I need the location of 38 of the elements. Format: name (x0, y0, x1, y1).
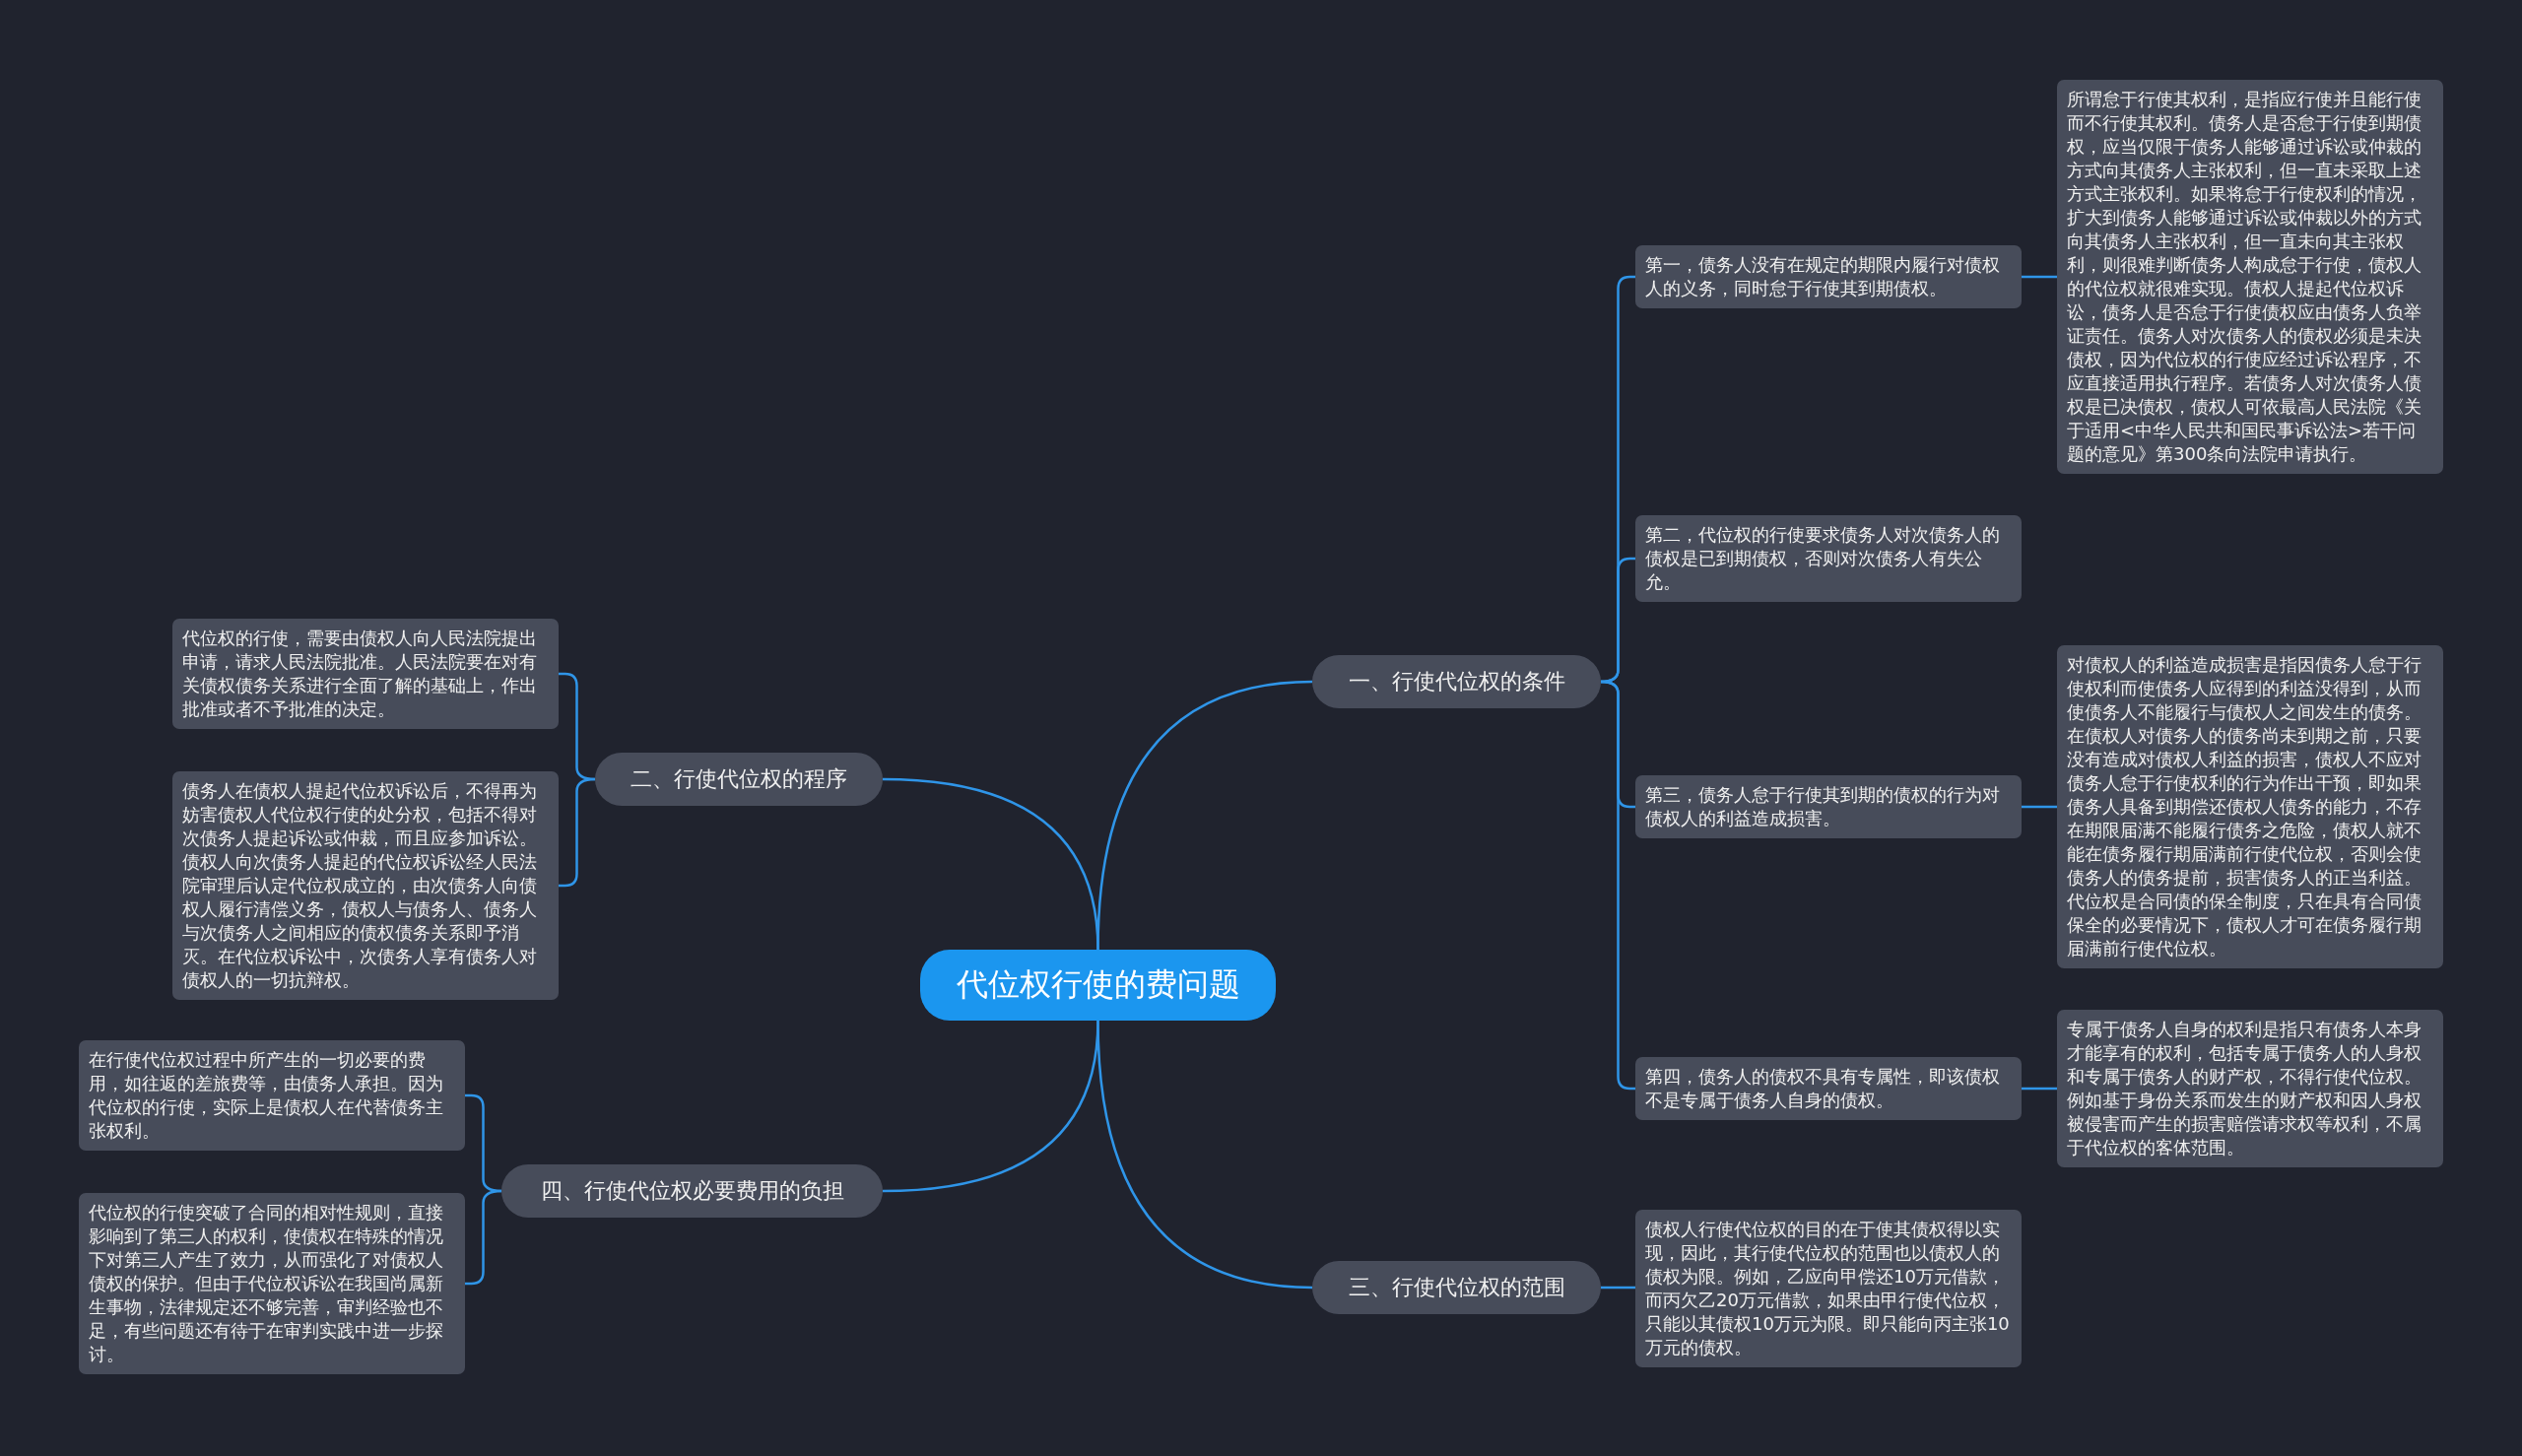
note-box (172, 619, 559, 729)
topic-label: 第四，债务人的债权不具有专属性，即该债权不是专属于债务人自身的债权。 (1645, 1065, 2001, 1112)
branch-topic (501, 1164, 883, 1218)
note-text: 专属于债务人自身的权利是指只有债务人本身才能享有的权利，包括专属于债务人的人身权和专属于债务人的财产权，不得行使代位权。例如基于身份关系而发生的财产权和因人身权被侵害而产生的损害赔偿请求权等权利，不属于代位权的客体范围。 (2067, 1018, 2422, 1159)
connector-line (2022, 805, 2057, 809)
note-text: 在行使代位权过程中所产生的一切必要的费用，如往返的差旅费等，由债务人承担。因为代位权的行使，实际上是债权人在代替债务主张权利。 (89, 1048, 444, 1143)
topic-label: 第三，债务人怠于行使其到期的债权的行为对债权人的利益造成损害。 (1645, 783, 2001, 830)
note-text: 债权人行使代位权的目的在于使其债权得以实现，因此，其行使代位权的范围也以债权人的债权为限。例如，乙应向甲偿还10万元借款，而丙欠乙20万元借款，如果由甲行使代位权，只能以其债权10万元为限。即只能向丙主张10万元的债权。 (1645, 1218, 2011, 1359)
topic-label: 四、行使代位权必要费用的负担 (539, 1177, 845, 1205)
topic-label: 代位权行使的费问题 (955, 964, 1241, 1005)
topic-label: 第一，债务人没有在规定的期限内履行对债权人的义务，同时怠于行使其到期债权。 (1645, 253, 2001, 300)
topic-label: 一、行使代位权的条件 (1347, 668, 1566, 695)
connector-line (2022, 1087, 2057, 1091)
topic-label: 二、行使代位权的程序 (630, 765, 848, 793)
note-text: 代位权的行使，需要由债权人向人民法院提出申请，请求人民法院批准。人民法院要在对有关债权债务关系进行全面了解的基础上，作出批准或者不予批准的决定。 (182, 627, 538, 721)
note-text: 所谓怠于行使其权利，是指应行使并且能行使而不行使其权利。债务人是否怠于行使到期债权，应当仅限于债务人能够通过诉讼或仲裁的方式向其债务人主张权利，但一直未采取上述方式主张权利。如果将怠于行使权利的情况，扩大到债务人能够通过诉讼或仲裁以外的方式向其债务人主张权利，但一直未向其主张权利，则很难判断债务人构成怠于行使，债权人的代位权就很难实现。债权人提起代位权诉讼，债务人是否怠于行使债权应由债务人负举证责任。债务人对次债务人的债权必须是未决债权，因为代位权的行使应经过诉讼程序，不应直接适用执行程序。若债务人对次债务人债权是已决债权，债权人可依最高人民法院《关于适用<中华人民共和国民事诉讼法>若干问题的意见》第300条向法院申请执行。 (2067, 88, 2422, 466)
note-text: 对债权人的利益造成损害是指因债务人怠于行使权利而使债务人应得到的利益没得到，从而使债务人不能履行与债权人之间发生的债务。在债权人对债务人的债务尚未到期之前，只要没有造成对债权人利益的损害，债权人不应对债务人怠于行使权利的行为作出干预，即如果债务人具备到期偿还债权人债务的能力，不存在期限届满不能履行债务之危险，债权人就不能在债务履行期届满前行使代位权，否则会使债务人的债务提前，损害债务人的正当利益。代位权是合同债的保全制度，只在具有合同债保全的必要情况下，债权人才可在债务履行期届满前行使代位权。 (2067, 653, 2422, 960)
subtopic-box (1635, 245, 2022, 308)
connector-line (882, 777, 1099, 951)
connector-line (559, 777, 596, 888)
note-box (2057, 1010, 2443, 1167)
connector-line (1601, 1286, 1635, 1290)
note-text: 代位权的行使突破了合同的相对性规则，直接影响到了第三人的权利，使债权在特殊的情况下对第三人产生了效力，从而强化了对债权人债权的保护。但由于代位权诉讼在我国尚属新生事物，法律规定还不够完善，审判经验也不足，有些问题还有待于在审判实践中进一步探讨。 (89, 1201, 444, 1366)
topic-label: 三、行使代位权的范围 (1347, 1274, 1566, 1301)
note-box (79, 1040, 465, 1151)
subtopic-box (1635, 775, 2022, 838)
connector-line (465, 1189, 502, 1286)
branch-topic (1312, 1261, 1601, 1314)
central-topic (920, 950, 1276, 1021)
connector-line (882, 1020, 1099, 1193)
note-box (79, 1193, 465, 1374)
topic-label: 第二，代位权的行使要求债务人对次债务人的债权是已到期债权，否则对次债务人有失公允。 (1645, 523, 2001, 594)
subtopic-box (1635, 1057, 2022, 1120)
branch-topic (595, 753, 883, 806)
branch-topic (1312, 655, 1601, 708)
connector-line (2022, 275, 2057, 279)
note-text: 债务人在债权人提起代位权诉讼后，不得再为妨害债权人代位权行使的处分权，包括不得对次债务人提起诉讼或仲裁，而且应参加诉讼。债权人向次债务人提起的代位权诉讼经人民法院审理后认定代位权成立的，由次债务人向债权人履行清偿义务，债权人与债务人、债务人与次债务人之间相应的债权债务关系即予消灭。在代位权诉讼中，次债务人享有债务人对债权人的一切抗辩权。 (182, 779, 538, 992)
subtopic-box (1635, 515, 2022, 602)
